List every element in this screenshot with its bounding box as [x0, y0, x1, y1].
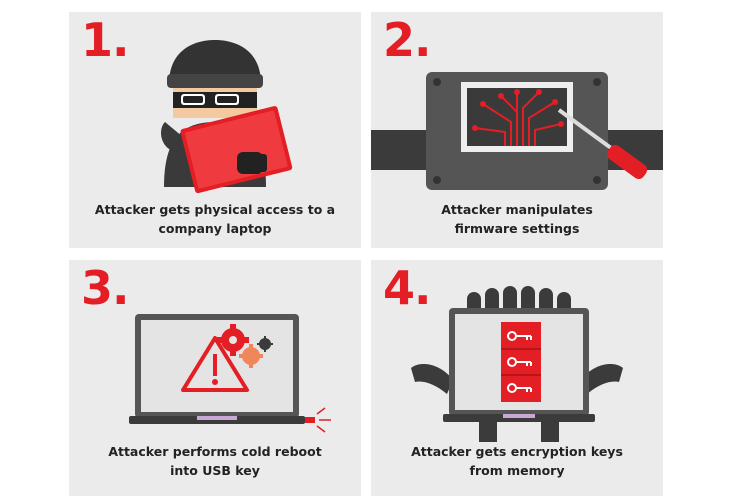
laptop-warning-icon: [129, 314, 305, 424]
burglar-icon: [161, 40, 293, 194]
step-caption: Attacker performs cold reboot into USB k…: [108, 444, 322, 478]
step-caption: Attacker gets encryption keys from memor…: [411, 444, 623, 478]
step-number: 1.: [81, 13, 129, 67]
step-caption: Attacker manipulates firmware settings: [441, 202, 593, 236]
encryption-keys-icon: [501, 322, 541, 402]
screwdriver-icon: [557, 108, 648, 180]
step-panel-3: 3.: [69, 260, 361, 496]
step-panel-1: 1. Attacker gets physical access to a co…: [69, 12, 361, 248]
step-panel-4: 4. Attacker gets encryp: [371, 260, 663, 496]
step-number: 3.: [81, 261, 129, 315]
usb-plug-icon: [305, 407, 331, 433]
gears-icon: [217, 324, 273, 368]
step-caption: Attacker gets physical access to a compa…: [94, 202, 336, 236]
step-number: 4.: [383, 261, 431, 315]
circuit-board-icon: [371, 72, 663, 190]
step-number: 2.: [383, 13, 431, 67]
step-panel-2: 2.: [371, 12, 663, 248]
